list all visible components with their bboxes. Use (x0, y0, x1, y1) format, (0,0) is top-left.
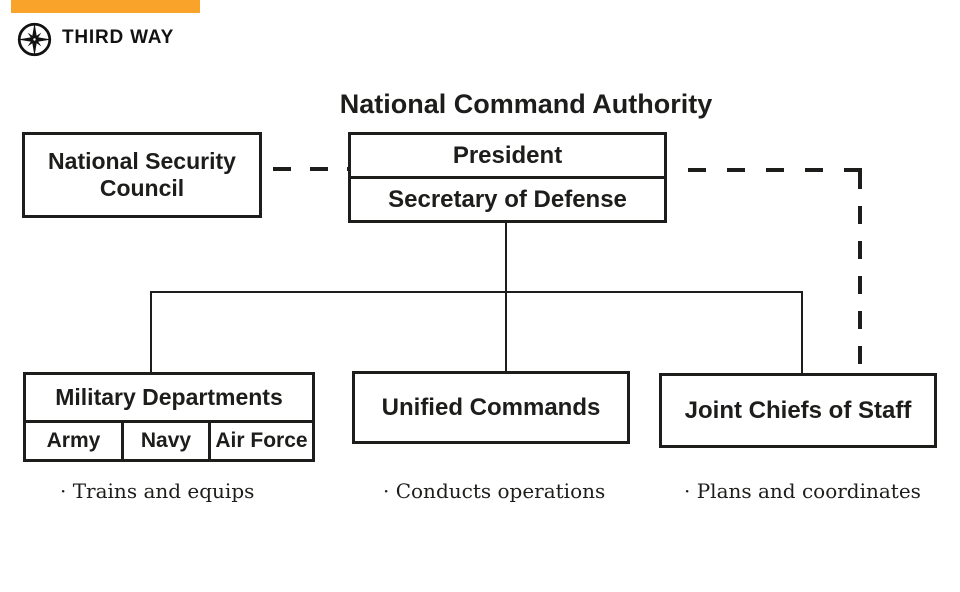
node-joint-chiefs-of-staff: Joint Chiefs of Staff (659, 373, 937, 448)
compass-rose-icon (17, 22, 52, 57)
note-plans-and-coordinates: · Plans and coordinates (684, 479, 921, 503)
cell-navy: Navy (121, 422, 208, 459)
diagram-title: National Command Authority (339, 89, 713, 119)
node-military-departments: Military Departments Army Navy Air Force (23, 372, 315, 462)
connector-left-vertical (150, 291, 152, 372)
node-secretary-of-defense: Secretary of Defense (351, 176, 664, 220)
node-unified-commands: Unified Commands (352, 371, 630, 444)
connector-dashed-jcs-vertical (858, 171, 862, 365)
note-conducts-operations: · Conducts operations (383, 479, 606, 503)
brand-name: THIRD WAY (62, 27, 175, 48)
node-national-command-authority: President Secretary of Defense (348, 132, 667, 223)
connector-dashed-nsc (263, 167, 348, 171)
connector-horizontal (150, 291, 803, 293)
connector-center-vertical (505, 222, 507, 371)
connector-dashed-jcs-horizontal (684, 168, 862, 172)
cell-army: Army (46, 428, 101, 452)
nsc-label-line1: National Security (48, 148, 236, 174)
connector-right-vertical (801, 291, 803, 373)
cell-air-force: Air Force (208, 422, 312, 459)
node-national-security-council: National Security Council (22, 132, 262, 218)
unified-commands-label: Unified Commands (381, 393, 601, 421)
military-branch-row: Army Navy Air Force (26, 419, 312, 459)
thirdway-logo (16, 21, 53, 58)
nsc-label-line2: Council (99, 175, 185, 201)
brand-accent-bar (11, 0, 200, 13)
military-departments-label: Military Departments (55, 383, 283, 410)
joint-chiefs-label: Joint Chiefs of Staff (684, 396, 912, 424)
note-trains-and-equips: · Trains and equips (60, 479, 255, 503)
node-president: President (452, 141, 563, 169)
